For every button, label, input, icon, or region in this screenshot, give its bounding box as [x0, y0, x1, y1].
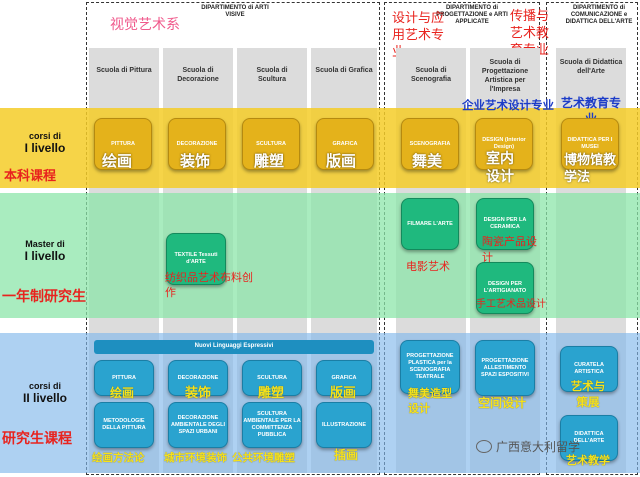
course-label: CURATELA ARTISTICA	[574, 362, 604, 375]
level2-banner: Nuovi Linguaggi Espressivi	[94, 340, 374, 354]
course-label: PITTURA	[111, 140, 135, 147]
course-scenografia-l1[interactable]: SCENOGRAFIA	[401, 118, 459, 170]
course-label: DIDATTICA DELL'ARTE	[573, 431, 605, 444]
course-label: GRAFICA	[332, 140, 358, 147]
school-title-didattica: Scuola di Didattica dell'Arte	[559, 59, 623, 75]
course-cn-curatela: 艺术与策展	[570, 379, 606, 409]
course-cn-pittura-l1: 绘画	[102, 152, 133, 170]
course-label: PITTURA	[112, 374, 136, 381]
course-label: PROGETTAZIONE PLASTICA per la SCENOGRAFI…	[406, 353, 454, 380]
course-label: DECORAZIONE	[176, 140, 218, 147]
course-label: TEXTILE Tessuti d'ARTE	[174, 252, 218, 265]
course-scultura-l2[interactable]: SCULTURA	[242, 360, 302, 396]
course-label: SCULTURA	[256, 140, 286, 147]
course-metodologie-l2[interactable]: METODOLOGIE DELLA PITTURA	[94, 402, 154, 448]
course-didattica-musei-l1[interactable]: DIDATTICA PER I MUSEI	[561, 118, 619, 170]
row-label-level2: corsi di II livello	[10, 380, 80, 404]
course-decorazione-l2[interactable]: DECORAZIONE	[168, 360, 228, 396]
course-label: DESIGN PER LA CERAMICA	[483, 217, 527, 230]
course-cn-decorazione-l2: 装饰	[185, 386, 212, 401]
dept-cn-arti-visive: 视觉艺术系	[110, 17, 180, 33]
row-label-level1-line1: corsi di	[28, 131, 61, 141]
course-label: DIDATTICA PER I MUSEI	[567, 137, 613, 150]
school-title-grafica: Scuola di Grafica	[315, 67, 373, 74]
school-title-decorazione: Scuola di Decorazione	[177, 67, 219, 83]
dept-title-arti-visive: DIPARTIMENTO di ARTI VISIVE	[201, 5, 269, 18]
course-label: GRAFICA	[331, 374, 357, 381]
row-cn-level2: 研究生课程	[2, 431, 72, 447]
row-cn-master: 一年制研究生	[2, 289, 86, 305]
course-cn-grafica-l2: 版画	[330, 386, 357, 401]
course-cn-metodologie: 绘画方法论	[92, 452, 145, 464]
course-scultura-ambientale-l2[interactable]: SCULTURA AMBIENTALE PER LA COMMITTENZA P…	[242, 402, 302, 448]
course-cn-didattica-l1: 博物馆教学法	[564, 153, 617, 185]
course-cn-design-l1: 室内设计	[486, 151, 514, 185]
course-ceramica-master[interactable]: DESIGN PER LA CERAMICA	[476, 198, 534, 250]
course-label: FILMARE L'ARTE	[407, 220, 453, 227]
course-cn-ceramica: 陶瓷产品设计	[482, 235, 537, 264]
row-label-level1-line2: I livello	[24, 141, 66, 155]
school-cn-impresa: 企业艺术设计专业	[462, 98, 554, 112]
course-cn-pittura-l2: 绘画	[110, 386, 135, 400]
course-cn-filmare: 电影艺术	[406, 260, 450, 273]
course-scultura-l1[interactable]: SCULTURA	[242, 118, 300, 170]
course-label: DECORAZIONE AMBIENTALE DEGLI SPAZI URBAN…	[171, 414, 225, 435]
row-label-level1: corsi di I livello	[10, 130, 80, 154]
course-label: DECORAZIONE	[177, 374, 219, 381]
course-label: ILLUSTRAZIONE	[322, 421, 366, 428]
course-pittura-l1[interactable]: PITTURA	[94, 118, 152, 170]
course-cn-grafica-l1: 版画	[326, 152, 357, 170]
course-cn-scultura-l2: 雕塑	[258, 386, 285, 401]
course-cn-decorazione-l1: 装饰	[180, 152, 211, 170]
dept-title-comunicazione: DIPARTIMENTO di COMUNICAZIONE e DIDATTIC…	[565, 5, 633, 25]
course-allestimento-l2[interactable]: PROGETTAZIONE ALLESTIMENTO SPAZI ESPOSIT…	[475, 340, 535, 396]
course-cn-illustrazione: 插画	[334, 448, 359, 462]
course-label: METODOLOGIE DELLA PITTURA	[102, 418, 146, 431]
course-cn-scenografia-l1: 舞美	[412, 152, 443, 170]
course-label: SCULTURA	[257, 374, 287, 381]
row-label-level2-line1: corsi di	[28, 381, 61, 391]
course-cn-artigianato: 手工艺术品设计	[476, 299, 546, 310]
school-title-impresa: Scuola di Progettazione Artistica per l'…	[481, 59, 529, 93]
course-grafica-l2[interactable]: GRAFICA	[316, 360, 372, 396]
row-label-master: Master di I livello	[10, 238, 80, 262]
course-cn-textile: 纺织品艺术布料创作	[165, 271, 253, 299]
course-cn-decorazione-ambientale: 城市环境装饰	[164, 452, 227, 464]
course-cn-allestimento: 空间设计	[478, 396, 527, 410]
course-label: PROGETTAZIONE ALLESTIMENTO SPAZI ESPOSIT…	[481, 357, 529, 378]
dept-title-progettazione: DIPARTIMENTO di PROGETTAZIONE e ARTI APP…	[436, 5, 508, 25]
course-decorazione-l1[interactable]: DECORAZIONE	[168, 118, 226, 170]
watermark-text: 广西意大利留学	[496, 440, 581, 454]
row-label-master-line1: Master di	[25, 239, 65, 249]
course-label: SCENOGRAFIA	[409, 140, 451, 147]
row-label-master-line2: I livello	[24, 249, 66, 263]
course-scenografia-teatrale-l2[interactable]: PROGETTAZIONE PLASTICA per la SCENOGRAFI…	[400, 340, 460, 394]
course-textile-master[interactable]: TEXTILE Tessuti d'ARTE	[166, 233, 226, 285]
course-cn-didattica-l2: 艺术教学	[566, 454, 610, 467]
school-title-scenografia: Scuola di Scenografia	[410, 67, 452, 83]
school-title-pittura: Scuola di Pittura	[96, 67, 152, 74]
course-cn-scultura-ambientale: 公共环境雕塑	[232, 452, 295, 464]
course-cn-scultura-l1: 雕塑	[254, 152, 285, 170]
course-label: SCULTURA AMBIENTALE PER LA COMMITTENZA P…	[243, 411, 301, 438]
wechat-icon	[476, 440, 492, 453]
course-label: DESIGN PER L'ARTIGIANATO	[483, 281, 527, 294]
course-pittura-l2[interactable]: PITTURA	[94, 360, 154, 396]
course-artigianato-master[interactable]: DESIGN PER L'ARTIGIANATO	[476, 262, 534, 314]
course-design-l1[interactable]: DESIGN (Interior Design)	[475, 118, 533, 170]
school-title-scultura: Scuola di Scultura	[256, 67, 288, 83]
course-didattica-arte-l2[interactable]: DIDATTICA DELL'ARTE	[560, 415, 618, 461]
course-label: DESIGN (Interior Design)	[482, 137, 526, 150]
course-curatela-l2[interactable]: CURATELA ARTISTICA	[560, 346, 618, 392]
course-grafica-l1[interactable]: GRAFICA	[316, 118, 374, 170]
course-decorazione-ambientale-l2[interactable]: DECORAZIONE AMBIENTALE DEGLI SPAZI URBAN…	[168, 402, 228, 448]
row-cn-level1: 本科课程	[4, 169, 57, 184]
course-filmare-master[interactable]: FILMARE L'ARTE	[401, 198, 459, 250]
course-illustrazione-l2[interactable]: ILLUSTRAZIONE	[316, 402, 372, 448]
course-cn-scenografia-l2: 舞美造型设计	[408, 387, 452, 415]
row-label-level2-line2: II livello	[22, 391, 67, 405]
